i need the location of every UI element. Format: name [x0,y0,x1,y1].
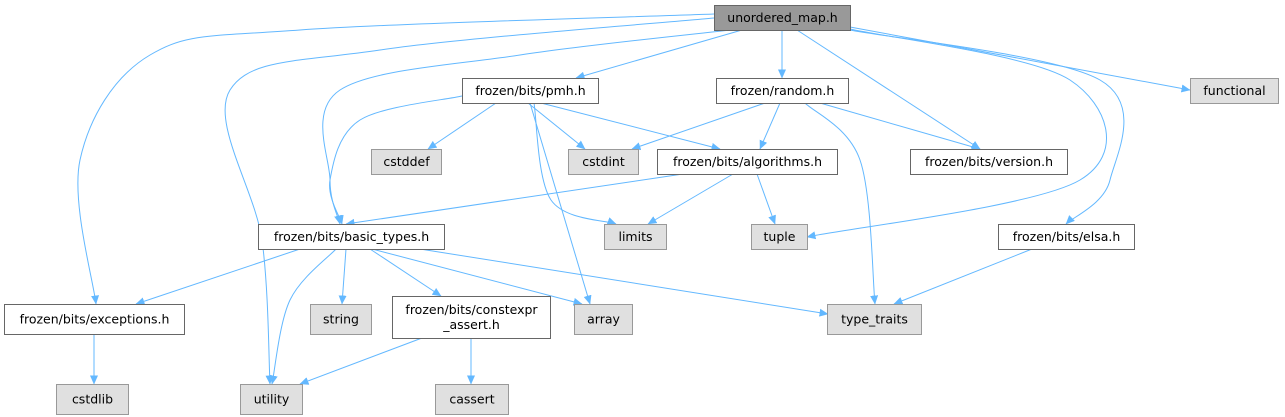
edge-basic_types-to-utility [269,248,337,385]
node-box [392,296,551,339]
node-utility: utility [240,384,303,415]
node-box [751,224,808,250]
node-box [998,224,1135,250]
node-box [827,304,922,335]
node-label: cassert [449,392,494,407]
node-algorithms[interactable]: frozen/bits/algorithms.h [657,149,838,175]
node-label: functional [1203,83,1265,98]
node-pmh[interactable]: frozen/bits/pmh.h [462,78,599,104]
edge-basic_types-to-constexpr_assert [369,248,442,297]
edge-unordered_map-to-exceptions [77,13,715,305]
node-version[interactable]: frozen/bits/version.h [910,149,1068,175]
node-cstdint: cstdint [568,149,639,175]
edge-basic_types-to-array [371,248,583,306]
node-box [4,304,185,335]
node-box [310,304,372,335]
node-label: cstdint [582,154,625,169]
node-label: unordered_map.h [727,10,837,25]
node-unordered-map[interactable]: unordered_map.h [714,5,851,31]
node-label: tuple [764,229,796,244]
node-label: cstddef [383,154,430,169]
node-label: _assert.h [442,317,500,332]
edge-random-to-version [819,102,981,151]
node-functional: functional [1190,78,1279,104]
node-box [56,384,129,415]
node-box [371,149,442,175]
node-box [258,224,445,250]
edge-elsa-to-type_traits [893,248,1033,305]
node-box [574,304,633,335]
node-label: utility [254,392,290,407]
edge-unordered_map-to-version [796,29,981,150]
edge-algorithms-to-basic_types [345,173,684,227]
edge-constexpr_assert-to-utility [299,337,423,385]
node-label: frozen/bits/basic_types.h [274,229,429,244]
node-cstdlib: cstdlib [56,384,129,415]
edge-basic_types-to-exceptions [135,248,301,306]
node-box [604,224,667,250]
node-box [657,149,838,175]
node-string: string [310,304,372,335]
node-box [910,149,1068,175]
node-label: array [587,312,620,327]
node-label: frozen/bits/pmh.h [475,83,585,98]
edge-basic_types-to-string [338,248,347,305]
node-exceptions[interactable]: frozen/bits/exceptions.h [4,304,185,335]
edge-unordered_map-to-tuple [806,28,1107,240]
edge-pmh-to-array [529,102,592,305]
edge-unordered_map-to-elsa [849,29,1125,225]
edge-unordered_map-to-functional [849,26,1191,93]
node-box [568,149,639,175]
node-label: frozen/bits/version.h [925,154,1053,169]
node-cstddef: cstddef [371,149,442,175]
node-label: cstdlib [72,392,113,407]
node-label: frozen/bits/algorithms.h [673,154,822,169]
node-elsa[interactable]: frozen/bits/elsa.h [998,224,1135,250]
nodes: unordered_map.h frozen/bits/pmh.h frozen/r… [4,5,1279,415]
edge-random-to-type_traits [804,102,879,305]
node-type-traits: type_traits [827,304,922,335]
edge-pmh-to-cstdint [527,102,586,150]
edge-pmh-to-basic_types [329,95,463,225]
edge-algorithms-to-limits [647,173,734,225]
edges [77,13,1191,385]
edge-unordered_map-to-basic_types [322,29,731,225]
edge-pmh-to-algorithms [540,102,721,151]
edge-basic_types-to-type_traits [419,248,829,317]
node-constexpr-assert[interactable]: frozen/bits/constexpr_assert.h [392,296,551,339]
node-label: limits [618,229,652,244]
node-basic-types[interactable]: frozen/bits/basic_types.h [258,224,445,250]
node-array: array [574,304,633,335]
node-box [1190,78,1279,104]
edge-random-to-algorithms [759,102,781,150]
edge-pmh-to-cstddef [427,102,497,150]
node-box [716,78,849,104]
edge-unordered_map-to-utility [224,17,715,385]
node-label: frozen/random.h [731,83,835,98]
edge-unordered_map-to-pmh [575,29,743,80]
node-box [714,5,851,31]
node-tuple: tuple [751,224,808,250]
edge-algorithms-to-tuple [756,173,776,225]
node-random[interactable]: frozen/random.h [716,78,849,104]
node-box [240,384,303,415]
node-box [462,78,599,104]
node-label: frozen/bits/elsa.h [1013,229,1121,244]
node-cassert: cassert [435,384,509,415]
edge-random-to-cstdint [631,102,766,151]
node-label: frozen/bits/exceptions.h [20,312,170,327]
node-label: type_traits [841,312,908,327]
node-label: string [323,312,359,327]
node-box [435,384,509,415]
node-limits: limits [604,224,667,250]
node-label: frozen/bits/constexpr [405,302,538,317]
